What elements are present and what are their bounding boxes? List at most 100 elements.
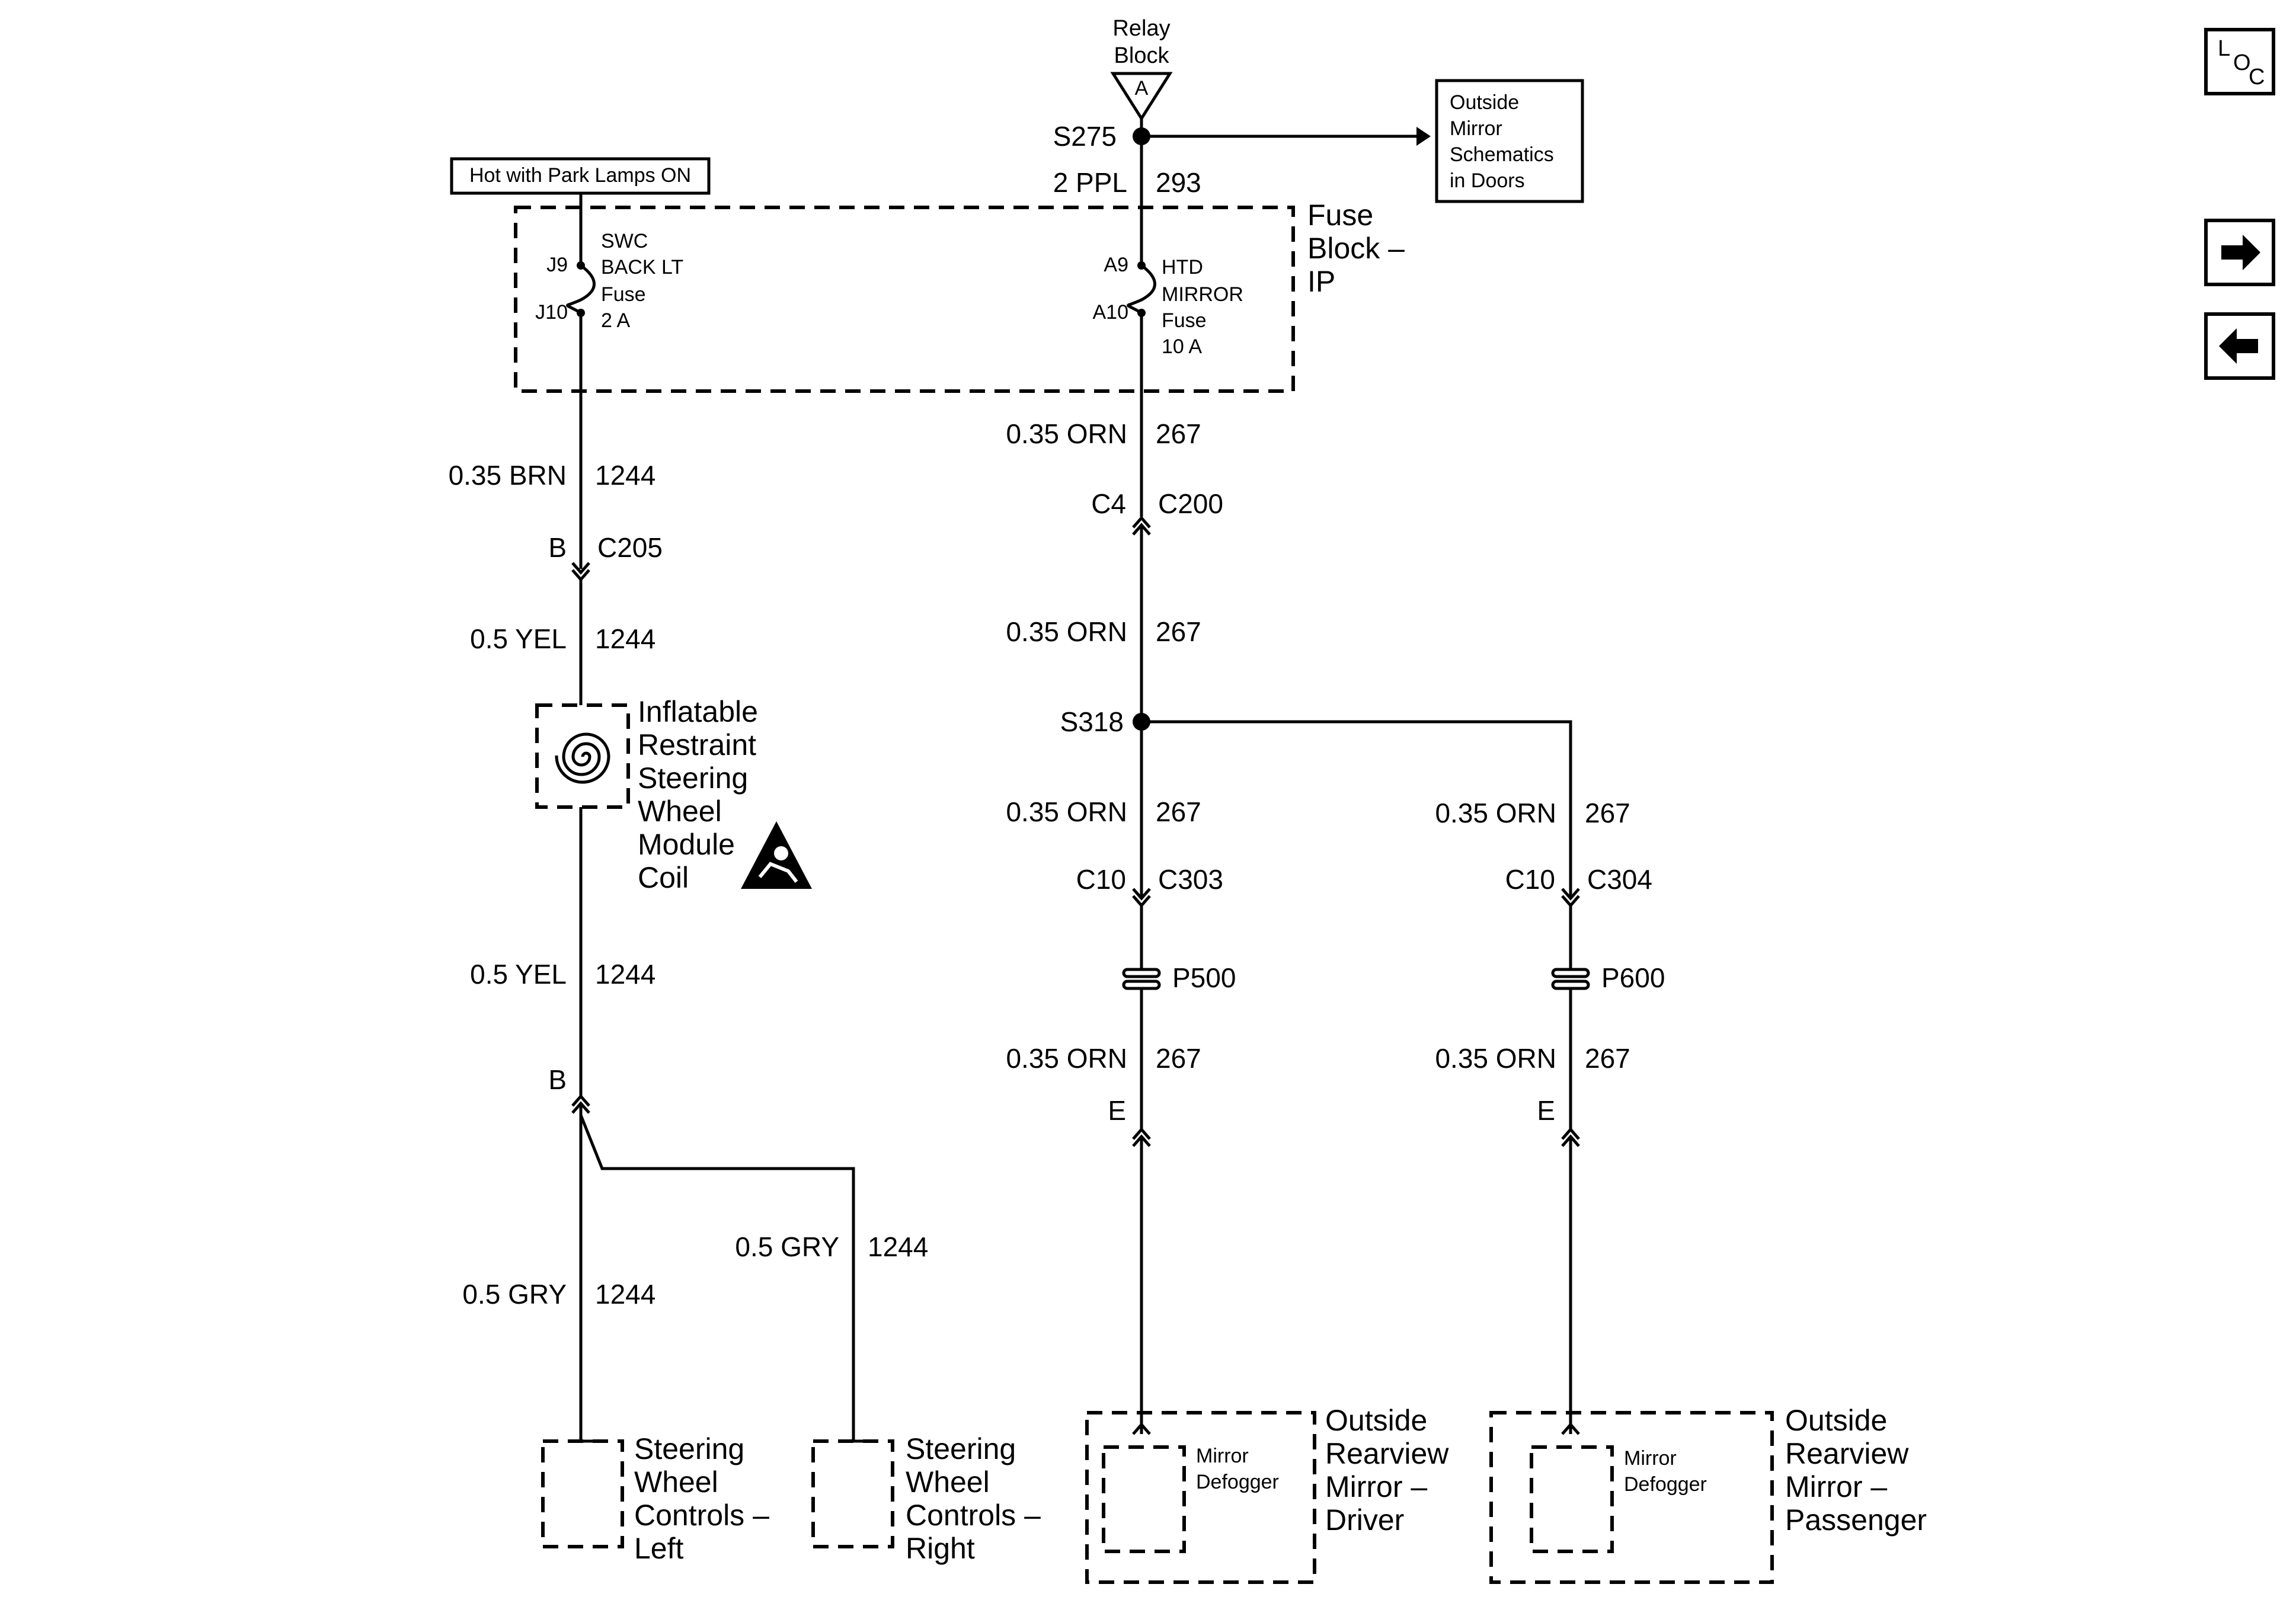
svg-text:10 A: 10 A	[1162, 335, 1202, 358]
svg-text:0.35 ORN: 0.35 ORN	[1435, 798, 1556, 828]
svg-text:E: E	[1108, 1095, 1126, 1126]
svg-text:267: 267	[1156, 796, 1201, 827]
svg-text:Controls –: Controls –	[634, 1499, 769, 1532]
svg-text:B: B	[548, 1064, 567, 1095]
connector-c205: B C205	[548, 532, 663, 582]
svg-text:0.35 ORN: 0.35 ORN	[1006, 1043, 1127, 1074]
svg-text:C200: C200	[1158, 488, 1223, 519]
svg-text:0.5 GRY: 0.5 GRY	[462, 1279, 567, 1310]
svg-text:C303: C303	[1158, 864, 1223, 895]
svg-text:Right: Right	[906, 1532, 975, 1565]
wire-293-circuit: 293	[1156, 167, 1201, 198]
svg-text:Defogger: Defogger	[1624, 1473, 1707, 1496]
inflatable-restraint-coil: Inflatable Restraint Steering Wheel Modu…	[535, 695, 812, 894]
svg-text:A9: A9	[1104, 254, 1128, 276]
svg-text:Restraint: Restraint	[638, 728, 756, 761]
svg-text:Defogger: Defogger	[1196, 1471, 1279, 1493]
steering-wheel-controls-left: Steering Wheel Controls – Left	[541, 1432, 769, 1565]
svg-text:Relay: Relay	[1112, 16, 1170, 41]
svg-text:1244: 1244	[595, 623, 655, 654]
svg-text:1244: 1244	[595, 1279, 655, 1310]
fuse-swc-back-lt: J9 J10 SWC BACK LT Fuse 2 A	[535, 230, 683, 332]
svg-text:Mirror: Mirror	[1624, 1447, 1677, 1470]
svg-text:Fuse: Fuse	[601, 283, 646, 306]
svg-text:J9: J9	[546, 254, 568, 276]
outside-rearview-mirror-passenger: Mirror Defogger Outside Rearview Mirror …	[1489, 1404, 1927, 1584]
svg-text:267: 267	[1156, 616, 1201, 647]
outside-rearview-mirror-driver: Mirror Defogger Outside Rearview Mirror …	[1085, 1404, 1449, 1584]
svg-text:in Doors: in Doors	[1450, 169, 1525, 192]
svg-text:267: 267	[1156, 1043, 1201, 1074]
svg-text:0.35 ORN: 0.35 ORN	[1006, 796, 1127, 827]
splice-s318-label: S318	[1060, 706, 1124, 737]
svg-text:C: C	[2249, 65, 2265, 89]
connector-c304: C10 C304	[1505, 864, 1652, 908]
coil-spiral-icon	[555, 732, 610, 784]
svg-text:Module: Module	[638, 828, 735, 861]
svg-text:Driver: Driver	[1325, 1503, 1404, 1537]
svg-text:MIRROR: MIRROR	[1162, 283, 1243, 306]
svg-text:B: B	[548, 532, 567, 563]
fuse-block-ip	[514, 206, 1295, 393]
svg-text:A10: A10	[1093, 301, 1129, 324]
svg-text:A: A	[1135, 77, 1149, 100]
arrow-to-outside-mirror-icon	[1416, 127, 1431, 146]
svg-text:267: 267	[1585, 798, 1630, 828]
svg-text:Inflatable: Inflatable	[638, 695, 758, 728]
connector-c200: C4 C200	[1091, 488, 1223, 536]
svg-text:2 A: 2 A	[601, 309, 630, 332]
wire-267-branch	[1141, 720, 1572, 896]
svg-text:Coil: Coil	[638, 861, 689, 894]
fuse-swc-icon	[566, 264, 596, 315]
svg-text:Left: Left	[634, 1532, 684, 1565]
svg-text:Rearview: Rearview	[1325, 1437, 1449, 1470]
svg-text:P500: P500	[1172, 962, 1236, 993]
arrow-left-icon	[2219, 328, 2258, 364]
wire-293-gauge: 2 PPL	[1053, 167, 1127, 198]
fuse-htd-icon	[1127, 264, 1156, 315]
svg-text:L: L	[2218, 36, 2230, 61]
relay-block-connector-icon	[1110, 72, 1173, 121]
svg-text:Rearview: Rearview	[1785, 1437, 1909, 1470]
prev-page-button[interactable]	[2204, 312, 2275, 380]
steering-wheel-controls-right: Steering Wheel Controls – Right	[811, 1432, 1041, 1565]
connector-pass-e: E	[1537, 1095, 1580, 1147]
next-page-button[interactable]	[2204, 219, 2275, 286]
fuse-block-label-2: Block –	[1307, 232, 1405, 265]
svg-text:C10: C10	[1505, 864, 1555, 895]
svg-text:SWC: SWC	[601, 230, 648, 252]
svg-text:1244: 1244	[595, 460, 655, 491]
wire-1244-e	[579, 1115, 855, 1441]
svg-text:Steering: Steering	[638, 761, 748, 795]
svg-text:0.35 BRN: 0.35 BRN	[449, 460, 567, 491]
pass-through-p600: P600	[1551, 962, 1665, 993]
outside-mirror-ref[interactable]: Outside Mirror Schematics in Doors	[1435, 79, 1584, 203]
svg-text:0.5 GRY: 0.5 GRY	[735, 1231, 839, 1262]
svg-text:Outside: Outside	[1325, 1404, 1427, 1437]
svg-text:C304: C304	[1587, 864, 1652, 895]
svg-text:Mirror: Mirror	[1450, 117, 1502, 140]
svg-text:267: 267	[1156, 418, 1201, 449]
hot-label: Hot with Park Lamps ON	[450, 157, 711, 195]
svg-text:C4: C4	[1091, 488, 1126, 519]
connector-coil-bottom: B	[548, 1064, 590, 1114]
svg-text:0.5 YEL: 0.5 YEL	[470, 959, 567, 990]
svg-text:Mirror –: Mirror –	[1785, 1470, 1887, 1503]
svg-text:1244: 1244	[595, 959, 655, 990]
svg-text:267: 267	[1585, 1043, 1630, 1074]
svg-text:1244: 1244	[868, 1231, 928, 1262]
svg-text:Passenger: Passenger	[1785, 1503, 1927, 1537]
svg-text:Wheel: Wheel	[634, 1465, 718, 1499]
fuse-htd-mirror: A9 A10 HTD MIRROR Fuse 10 A	[1093, 254, 1243, 358]
fuse-block-label-3: IP	[1307, 265, 1335, 298]
svg-text:E: E	[1537, 1095, 1555, 1126]
splice-s275-label: S275	[1053, 121, 1117, 152]
relay-block: Relay Block A	[1110, 16, 1173, 121]
loc-button[interactable]: L O C	[2204, 28, 2275, 95]
svg-text:J10: J10	[535, 301, 568, 324]
svg-text:Outside: Outside	[1785, 1404, 1887, 1437]
svg-text:0.35 ORN: 0.35 ORN	[1006, 418, 1127, 449]
svg-text:0.35 ORN: 0.35 ORN	[1435, 1043, 1556, 1074]
svg-text:Mirror –: Mirror –	[1325, 1470, 1427, 1503]
